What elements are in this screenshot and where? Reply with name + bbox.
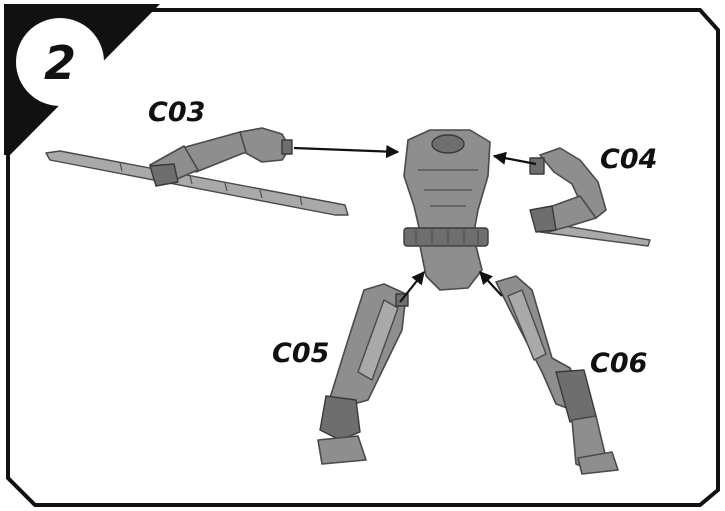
step-number: 2	[44, 36, 76, 90]
label-c06: C06	[590, 348, 647, 379]
label-c05: C05	[272, 338, 329, 369]
label-c04: C04	[600, 144, 657, 175]
step-frame	[8, 10, 718, 505]
label-c03: C03	[148, 97, 205, 128]
